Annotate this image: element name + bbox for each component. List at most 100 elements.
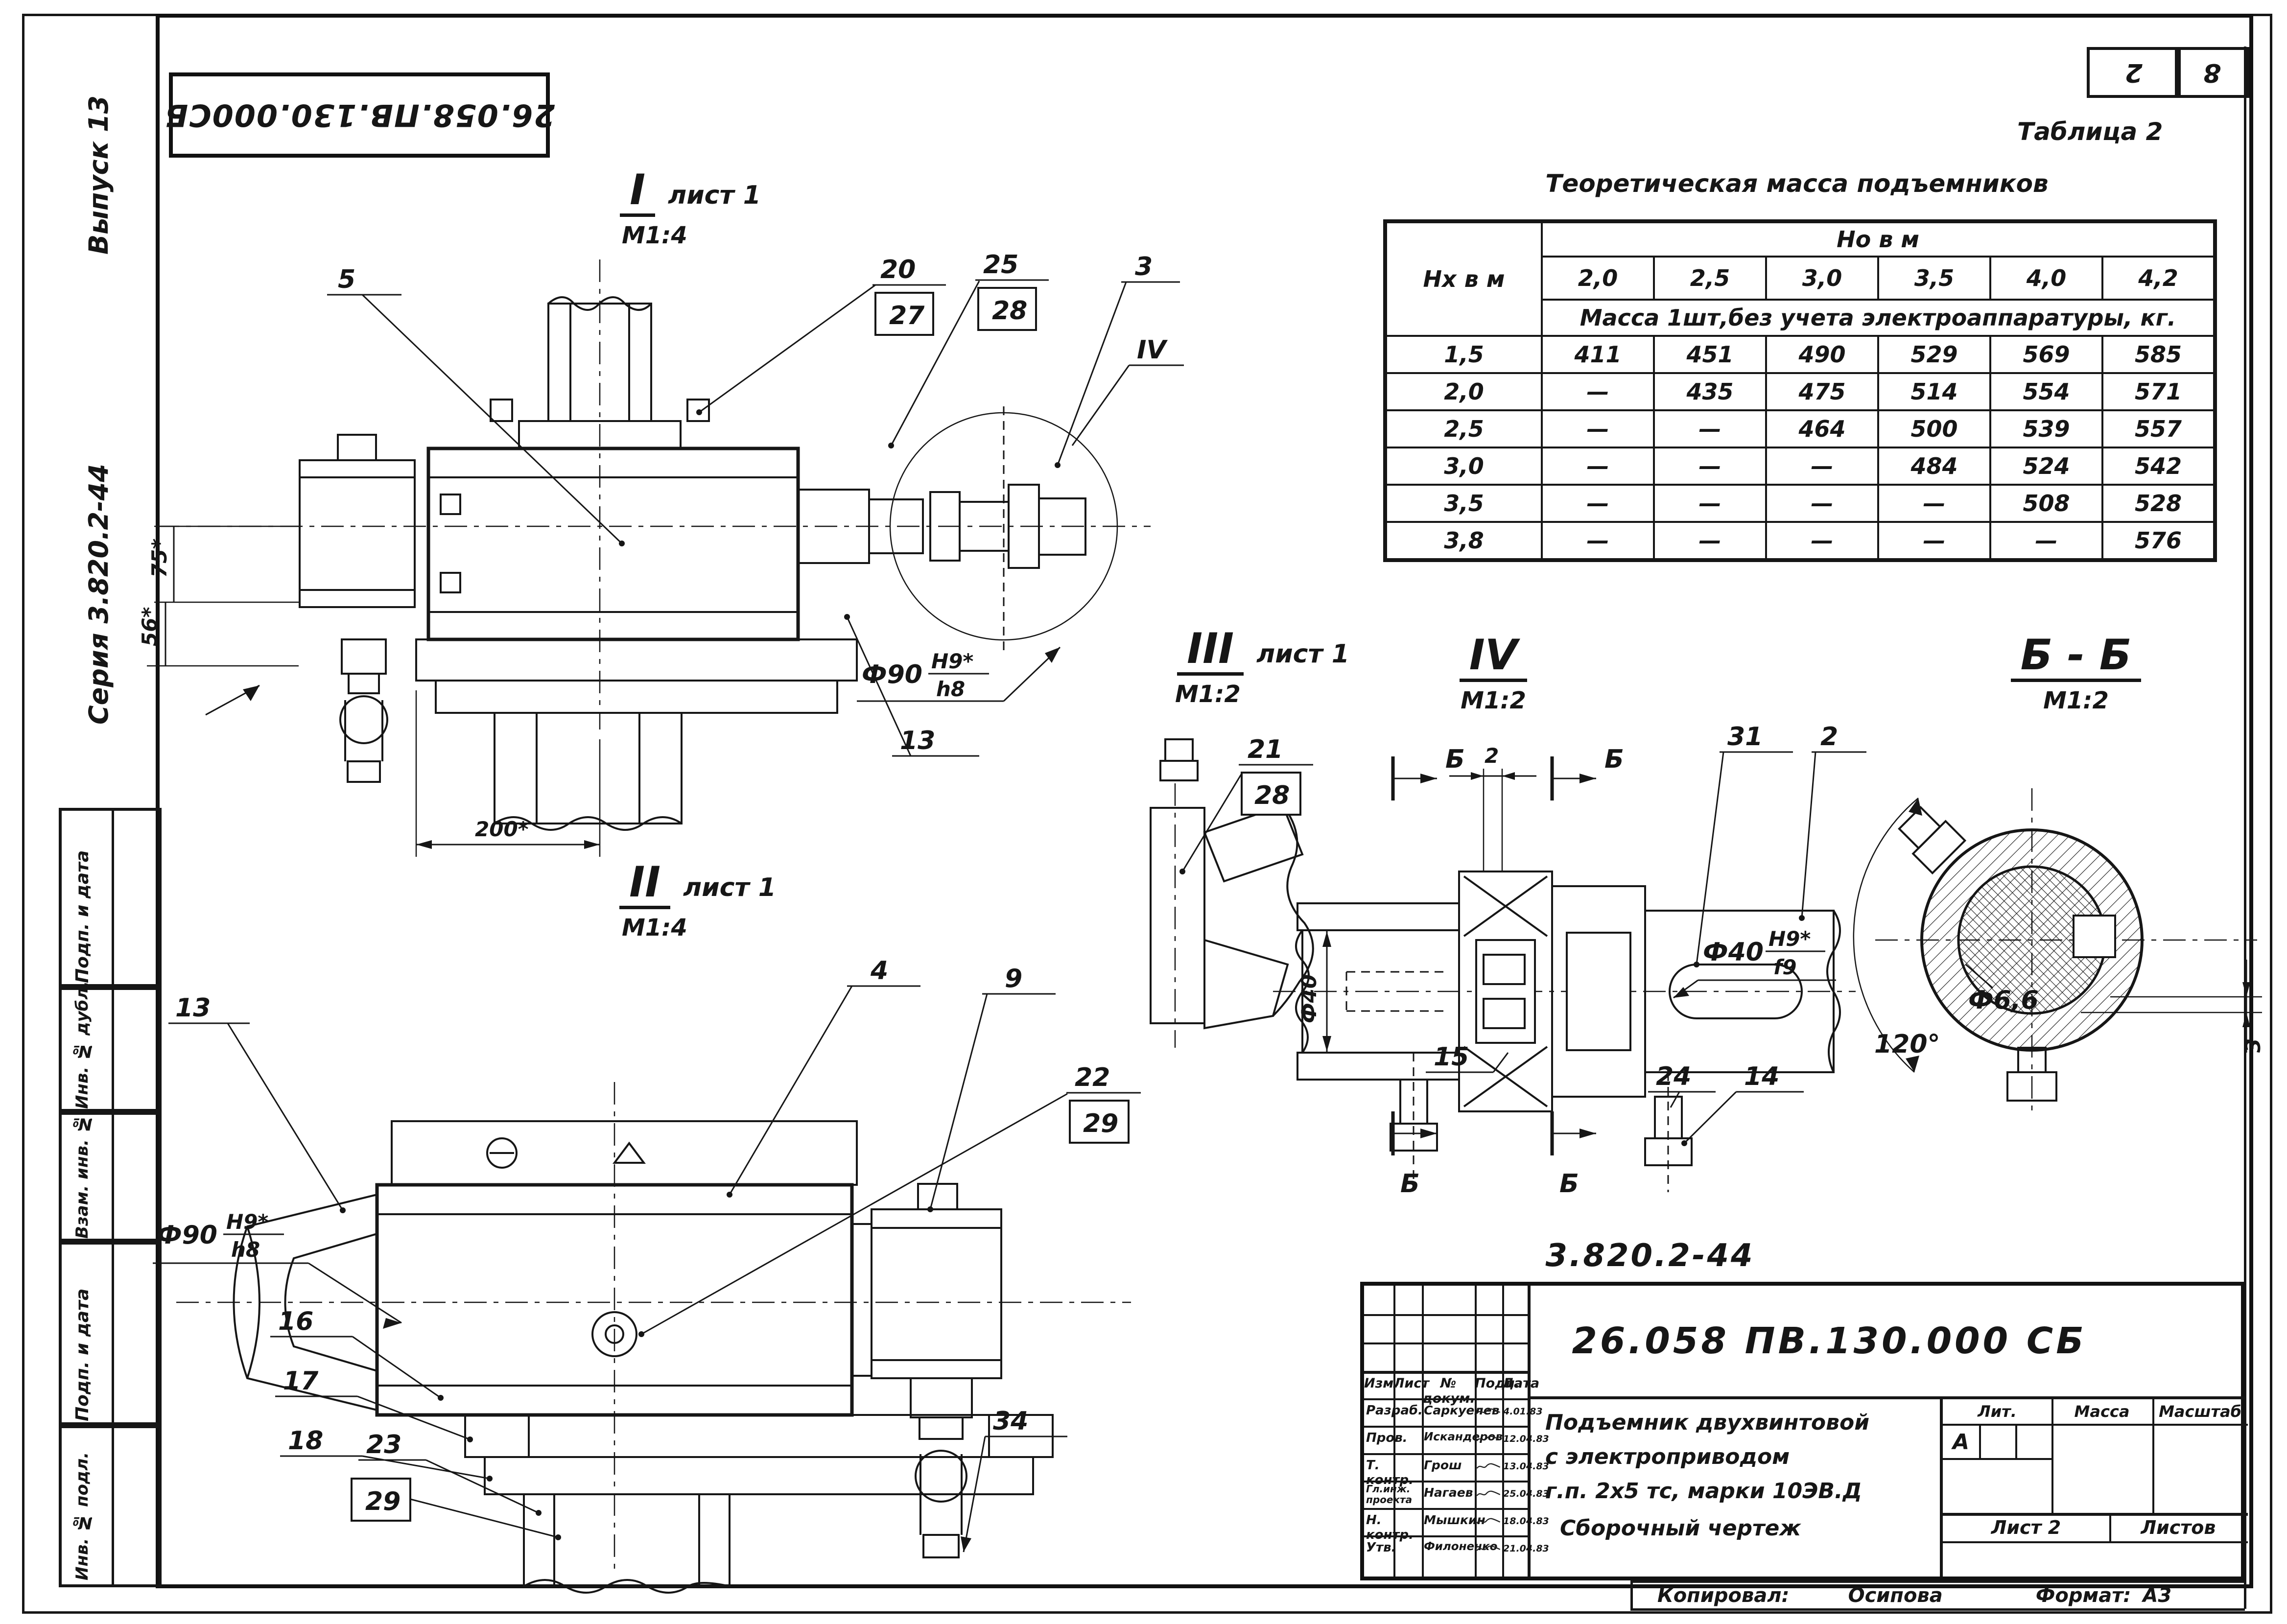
callout-14: 14 (1744, 1062, 1779, 1091)
main-frame (156, 14, 2253, 1588)
signature-scribble (1476, 1463, 1501, 1469)
view1-roman: I (620, 169, 656, 217)
col-list: Лист (1393, 1376, 1429, 1391)
name-prov: Искандеров (1424, 1431, 1503, 1443)
table-cell: 3,5 (1384, 484, 1543, 523)
table-cell: 571 (2101, 372, 2216, 411)
role-glinzh: Гл.инж. проекта (1366, 1483, 1413, 1506)
table-cell: — (1877, 484, 1991, 523)
table-cell: 557 (2101, 409, 2216, 448)
callout-24: 24 (1656, 1062, 1691, 1091)
name-razrab: Саркуелев (1424, 1403, 1500, 1417)
table-cell: 475 (1765, 372, 1879, 411)
callout-31: 31 (1727, 722, 1763, 752)
callout-25: 25 (983, 250, 1018, 280)
view2-label: II лист 1 М1:4 (583, 861, 813, 941)
section-letter-b2: Б (1604, 745, 1624, 774)
table-cell: 411 (1541, 335, 1655, 374)
sectionBB-scale: М1:2 (2043, 686, 2109, 714)
dim-75: 75* (147, 539, 171, 578)
callout-23: 23 (366, 1430, 401, 1459)
callout-17: 17 (283, 1366, 319, 1396)
view1-label: I лист 1 М1:4 (578, 169, 803, 249)
table-cell: 2,5 (1384, 409, 1543, 448)
view3-scale: М1:2 (1175, 680, 1241, 708)
callout-15: 15 (1434, 1042, 1469, 1072)
callout-22: 22 (1075, 1063, 1110, 1092)
mass-label: Масса (2074, 1402, 2130, 1421)
dim-2: 2 (1485, 744, 1499, 768)
format-label: Формат: (2035, 1584, 2131, 1607)
callout-13: 13 (900, 726, 935, 755)
callout-29b: 29 (365, 1487, 401, 1516)
table-cell: — (1765, 484, 1879, 523)
stamp-label-1: Подп. и дата (72, 850, 93, 983)
callout-4: 4 (870, 956, 888, 986)
dim-120: 120° (1874, 1030, 1940, 1059)
date-razrab: 4.01.83 (1503, 1406, 1543, 1417)
view4-label: IV М1:2 (1425, 634, 1562, 714)
table-cell: 4,0 (1989, 256, 2103, 301)
callout-2: 2 (1820, 722, 1838, 752)
role-nkontr: Н. контр. (1366, 1513, 1414, 1542)
table-cell: 1,5 (1384, 335, 1543, 374)
scale-label: Масштаб (2159, 1402, 2241, 1421)
sheets-total-label: Листов (2141, 1517, 2216, 1538)
view3-callouts: 21 28 (1179, 735, 1313, 874)
dim-f90-lower: h8 (936, 677, 965, 701)
callout-28b: 28 (1254, 781, 1290, 810)
table-cell: 464 (1765, 409, 1879, 448)
table-cell: 539 (1989, 409, 2103, 448)
stamp-box-4: Подп. и дата (59, 1239, 162, 1428)
callout-29: 29 (1083, 1109, 1118, 1138)
date-prov: 12.04.83 (1503, 1434, 1549, 1444)
table-cell: — (1653, 484, 1767, 523)
lit-label: Лит. (1978, 1402, 2017, 1421)
callout-27: 27 (889, 301, 925, 330)
signature-scribble (1476, 1490, 1501, 1496)
callout-21: 21 (1248, 735, 1283, 764)
table-cell: 4,2 (2101, 256, 2216, 301)
table-cell: 2,0 (1384, 372, 1543, 411)
table-cell: 514 (1877, 372, 1991, 411)
stamp-label-2: Инв. № дубл. (72, 981, 92, 1109)
col-data: Дата (1502, 1376, 1540, 1391)
stamp-box-1: Подп. и дата (59, 808, 162, 990)
format-value: А3 (2143, 1584, 2172, 1607)
table-cell: 528 (2101, 484, 2216, 523)
dim-f40f-upper: H9* (1768, 927, 1811, 951)
table2-label: Таблица 2 (2017, 118, 2163, 146)
table-row: 2,0 — 435 475 514 554 571 (1384, 372, 2216, 411)
table-cell: — (1541, 409, 1655, 448)
dim-f90b-upper: H9* (226, 1210, 268, 1234)
dim-200: 200* (475, 817, 529, 841)
stamp-box-2: Инв. № дубл. (59, 981, 162, 1115)
view1-sheet: лист 1 (668, 180, 761, 210)
view3-roman: III (1177, 628, 1244, 676)
sectionBB-label: Б - Б М1:2 (1993, 634, 2159, 714)
view4-section-marks: Б Б Б Б (1391, 745, 1624, 1199)
table-cell: 2,0 (1541, 256, 1655, 301)
table-cell: Масса 1шт,без учета электроаппаратуры, к… (1541, 299, 2216, 337)
dim-f90-upper: H9* (931, 649, 973, 673)
table-cell: — (1541, 484, 1655, 523)
dim-f90b-lower: h8 (231, 1238, 260, 1262)
flipped-doc-number: 26.058.ПВ.130.000СБ (164, 97, 555, 133)
signature-scribble (1476, 1436, 1501, 1441)
view4-scale: М1:2 (1461, 686, 1526, 714)
signature-grid: Изм. Лист № докум. Подп. Дата Разраб. Са… (1364, 1286, 1549, 1577)
corner-number-left: 2 (2124, 58, 2143, 87)
table-cell: 435 (1653, 372, 1767, 411)
table-cell: — (1541, 372, 1655, 411)
flipped-doc-stamp: 26.058.ПВ.130.000СБ (164, 72, 555, 158)
table-cell: 576 (2101, 521, 2216, 561)
view4-drawing: Б Б Б Б 2 Ф40 (1273, 722, 1866, 1199)
view3-drawing: 21 28 (1150, 735, 1314, 1048)
table-cell: Но в м (1541, 220, 2216, 258)
section-letter-b4: Б (1559, 1169, 1579, 1199)
sheet-number: Лист 2 (1991, 1517, 2061, 1538)
callout-20: 20 (880, 255, 916, 284)
stamp-label-5: Инв. № подл. (72, 1452, 92, 1580)
table-cell: 554 (1989, 372, 2103, 411)
table-cell: Нх в м (1384, 220, 1543, 337)
